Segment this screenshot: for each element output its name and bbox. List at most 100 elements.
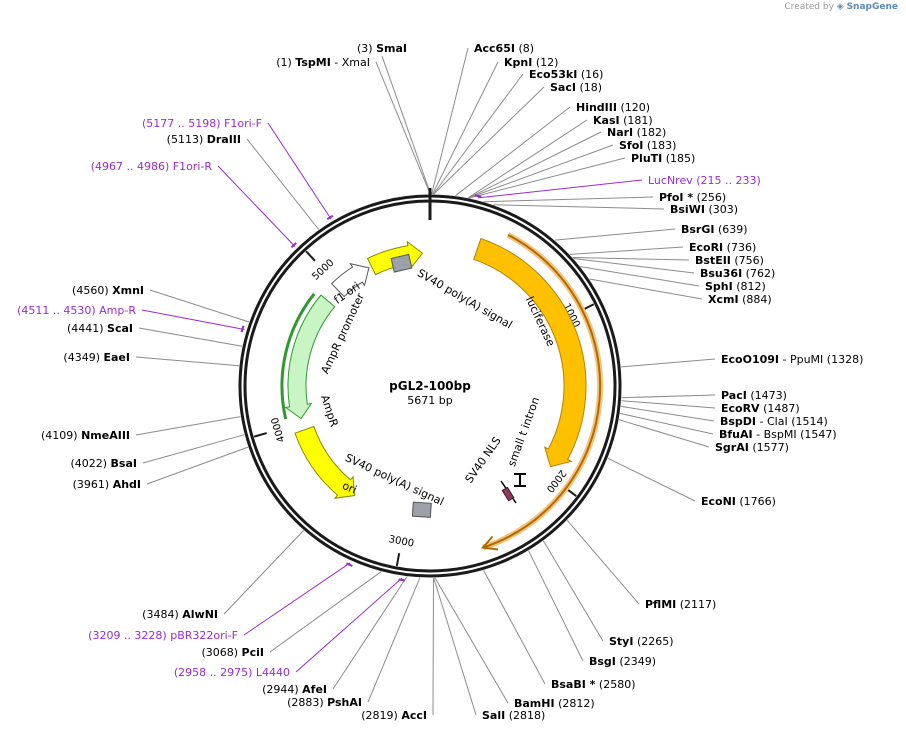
enzyme-site-bsgi[interactable]: BsgI (2349): [589, 655, 656, 668]
enzyme-site-nari[interactable]: NarI (182): [607, 126, 666, 139]
enzyme-site-ecoo109i[interactable]: EcoO109I - PpuMI (1328): [721, 353, 863, 366]
enzyme-name-kasi: KasI: [593, 114, 620, 127]
enzyme-site-bsteii[interactable]: BstEII (756): [695, 254, 764, 267]
sv40-nls-label: SV40 NLS: [463, 434, 504, 485]
enzyme-pos-ecorv: (1487): [763, 402, 800, 415]
enzyme-name-nari: NarI: [607, 126, 633, 139]
enzyme-site-saci[interactable]: SacI (18): [550, 81, 602, 94]
enzyme-name-bsgi: BsgI: [589, 655, 616, 668]
primer-site-l4440[interactable]: (2958 .. 2975) L4440: [174, 666, 290, 679]
enzyme-site-bsu36i[interactable]: Bsu36I (762): [700, 267, 775, 280]
enzyme-site-scai[interactable]: (4441) ScaI: [67, 322, 133, 335]
enzyme-site-ahdi[interactable]: (3961) AhdI: [73, 478, 141, 491]
enzyme-site-eaei[interactable]: (4349) EaeI: [63, 351, 130, 364]
enzyme-pos-econi: (1766): [739, 495, 776, 508]
ampr-label: AmpR: [318, 393, 341, 429]
enzyme-pos-scai: (4441): [67, 322, 104, 335]
primer-text-l4440: L4440: [256, 666, 290, 679]
enzyme-site-bsabi[interactable]: BsaBI * (2580): [551, 678, 636, 691]
enzyme-site-acci[interactable]: (2819) AccI: [361, 709, 427, 722]
leader-lines: [135, 47, 716, 716]
enzyme-site-nmeaiii[interactable]: (4109) NmeAIII: [41, 429, 130, 442]
primer-site-pbr322ori-f[interactable]: (3209 .. 3228) pBR322ori-F: [88, 629, 238, 642]
enzyme-site-pfoi[interactable]: PfoI * (256): [659, 191, 726, 204]
leader-pfoi: [483, 196, 654, 203]
enzyme-site-bsai[interactable]: (4022) BsaI: [70, 457, 137, 470]
enzyme-site-bamhi[interactable]: BamHI (2812): [514, 697, 595, 710]
leader-bspdi: [620, 405, 715, 422]
enzyme-site-alwni[interactable]: (3484) AlwNI: [142, 608, 218, 621]
enzyme-name-hindiii: HindIII: [576, 101, 617, 114]
primer-marker-pbr322ori-f: [346, 562, 353, 567]
enzyme-site-sphi[interactable]: SphI (812): [705, 280, 766, 293]
enzyme-site-paci[interactable]: PacI (1473): [721, 389, 787, 402]
enzyme-site-sfoi[interactable]: SfoI (183): [619, 139, 676, 152]
enzyme-name-sgrai: SgrAI: [715, 441, 749, 454]
enzyme-pos-bsabi: (2580): [599, 678, 636, 691]
enzyme-name-draiii: DraIII: [207, 133, 241, 146]
enzyme-name-bsai: BsaI: [111, 457, 137, 470]
enzyme-name-econi: EcoNI: [701, 495, 736, 508]
primer-site-lucnrev[interactable]: LucNrev (215 .. 233): [648, 174, 761, 187]
enzyme-site-ecori[interactable]: EcoRI (736): [689, 241, 756, 254]
enzyme-site-econi[interactable]: EcoNI (1766): [701, 495, 776, 508]
enzyme-site-bfuai[interactable]: BfuAI - BspMI (1547): [719, 428, 837, 441]
enzyme-site-styi[interactable]: StyI (2265): [609, 635, 674, 648]
primer-range-f1ori-f: (5177 .. 5198): [142, 117, 221, 130]
enzyme-site-xcmi[interactable]: XcmI (884): [708, 293, 772, 306]
primer-range-l4440: (2958 .. 2975): [174, 666, 253, 679]
enzyme-name-bsu36i: Bsu36I: [700, 267, 742, 280]
enzyme-site-eco53ki[interactable]: Eco53kI (16): [529, 68, 603, 81]
snapgene-logo-icon: ◈: [836, 2, 844, 12]
ori-label: ori: [340, 479, 358, 497]
enzyme-site-sali[interactable]: SalI (2818): [482, 709, 545, 722]
enzyme-site-draiii[interactable]: (5113) DraIII: [167, 133, 241, 146]
enzyme-site-kpni[interactable]: KpnI (12): [504, 56, 558, 69]
ampr-cds-arc: [280, 292, 316, 420]
enzyme-pos-tspmi: (1): [276, 56, 292, 69]
enzyme-site-pshai[interactable]: (2883) PshAI: [287, 696, 362, 709]
primer-leader-f1ori-r: [217, 165, 296, 247]
enzyme-name-bsteii: BstEII: [695, 254, 731, 267]
enzyme-pos-ahdi: (3961): [73, 478, 110, 491]
attribution-brand: SnapGene: [846, 2, 898, 12]
plasmid-name: pGL2-100bp: [389, 379, 471, 393]
enzyme-site-ecorv[interactable]: EcoRV (1487): [721, 402, 800, 415]
luciferase-arrow: [473, 237, 587, 468]
primer-range-pbr322ori-f: (3209 .. 3228): [88, 629, 167, 642]
enzyme-name-xmni: XmnI: [112, 284, 144, 297]
enzyme-pos-kasi: (181): [623, 114, 653, 127]
primer-leader-f1ori-f: [267, 122, 332, 220]
enzyme-site-pluti[interactable]: PluTI (185): [631, 152, 695, 165]
enzyme-pos-kpni: (12): [536, 56, 559, 69]
leader-bsu36i: [573, 258, 695, 274]
primer-leader-lucnrev: [477, 179, 643, 199]
enzyme-site-sgrai[interactable]: SgrAI (1577): [715, 441, 789, 454]
primer-marker-f1ori-r: [290, 242, 297, 249]
enzyme-site-bspdi[interactable]: BspDI - ClaI (1514): [720, 415, 828, 428]
enzyme-site-smai[interactable]: (3) SmaI: [357, 42, 407, 55]
ampr-promoter-arrow: [330, 262, 370, 298]
leader-draiii: [246, 138, 320, 230]
enzyme-site-afei[interactable]: (2944) AfeI: [262, 683, 327, 696]
enzyme-site-xmni[interactable]: (4560) XmnI: [72, 284, 144, 297]
enzyme-site-hindiii[interactable]: HindIII (120): [576, 101, 650, 114]
attribution: Created by ◈ SnapGene: [784, 2, 898, 12]
enzyme-site-acc65i[interactable]: Acc65I (8): [474, 42, 534, 55]
primer-site-amp-r[interactable]: (4511 .. 4530) Amp-R: [17, 304, 136, 317]
enzyme-site-bsiwi[interactable]: BsiWI (303): [670, 203, 738, 216]
enzyme-site-pflmi[interactable]: PflMI (2117): [645, 598, 716, 611]
leader-sphi: [580, 266, 700, 287]
enzyme-extra-tspmi: - XmaI: [334, 56, 370, 69]
leader-bsgi: [528, 550, 584, 662]
primer-site-f1ori-r[interactable]: (4967 .. 4986) F1ori-R: [91, 160, 213, 173]
enzyme-pos-pflmi: (2117): [680, 598, 717, 611]
ori-arrow: [294, 425, 356, 499]
enzyme-site-tspmi[interactable]: (1) TspMI - XmaI: [276, 56, 370, 69]
primer-site-f1ori-f[interactable]: (5177 .. 5198) F1ori-F: [142, 117, 262, 130]
enzyme-site-kasi[interactable]: KasI (181): [593, 114, 653, 127]
enzyme-site-pcii[interactable]: (3068) PciI: [201, 646, 264, 659]
enzyme-pos-bsgi: (2349): [619, 655, 656, 668]
enzyme-site-bsrgi[interactable]: BsrGI (639): [681, 223, 748, 236]
enzyme-name-pflmi: PflMI: [645, 598, 676, 611]
